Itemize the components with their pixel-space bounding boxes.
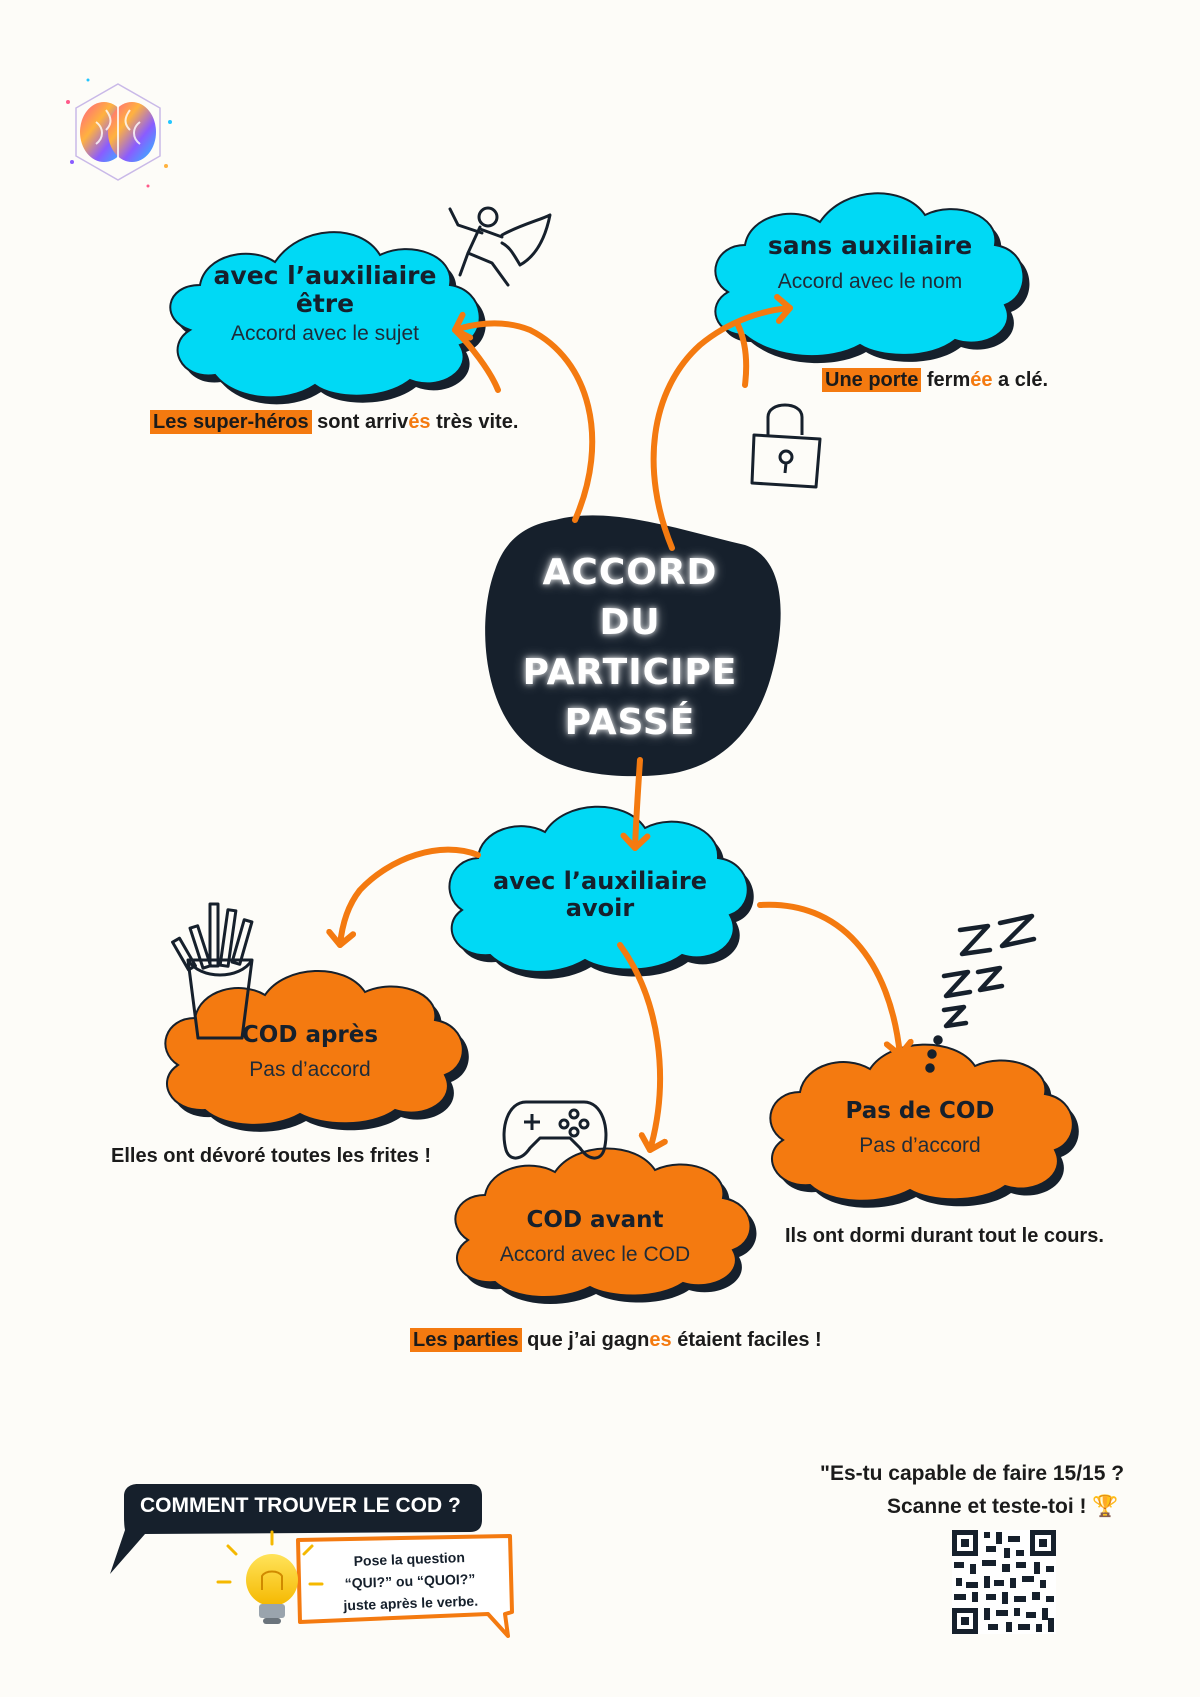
example-cod-avant-part1: que j’ai gagn [521, 1329, 650, 1351]
example-etre-subject: Les super-héros [150, 410, 312, 434]
tip-bubble [296, 1534, 514, 1638]
example-sans-noun: Une porte [822, 368, 922, 392]
example-pas-cod: Ils ont dormi durant tout le cours. [785, 1225, 1104, 1247]
example-sans-part1: ferm [921, 369, 971, 391]
center-title-line1: ACCORD [542, 552, 718, 593]
cloud-etre [169, 231, 486, 405]
cloud-pas-cod [769, 1043, 1079, 1208]
quiz-line2: Scanne et teste-toi ! [887, 1495, 1087, 1518]
arrow-to-cod-apres [326, 846, 481, 948]
center-blob [485, 515, 781, 777]
example-cod-avant: Les parties que j’ai gagnes étaient faci… [410, 1328, 822, 1352]
arrow-to-etre-tail [452, 327, 501, 393]
etre-title-line1: avec l’auxiliaire [213, 261, 437, 290]
arrow-to-etre [452, 311, 596, 523]
lightbulb-icon [216, 1530, 324, 1624]
quiz-text: "Es-tu capable de faire 15/15 ? Scanne e… [820, 1457, 1190, 1523]
superhero-icon [448, 206, 552, 287]
arrow-to-sans [650, 293, 793, 551]
quiz-line1: "Es-tu capable de faire 15/15 ? [820, 1462, 1125, 1485]
tip-banner [110, 1484, 482, 1574]
example-cod-avant-part2: étaient faciles ! [671, 1329, 822, 1351]
center-title-line2: DU [599, 602, 661, 643]
example-sans: Une porte fermée a clé. [822, 368, 1049, 392]
fries-icon [171, 902, 254, 1040]
cloud-cod-avant [454, 1147, 757, 1305]
tip-text: Pose la question “QUI?” ou “QUOI?” juste… [319, 1545, 501, 1617]
cod-apres-title: COD après [241, 1022, 379, 1048]
trophy-icon: 🏆 [1092, 1495, 1119, 1518]
cloud-avoir [448, 805, 754, 979]
pas-cod-rule: Pas d’accord [859, 1134, 981, 1157]
cloud-sans-text: sans auxiliaire Accord avec le nom [735, 230, 1005, 302]
sleep-zzz-icon [925, 913, 1037, 1073]
arrow-to-sans-tail [735, 322, 750, 388]
sans-rule: Accord avec le nom [777, 270, 963, 293]
center-title: ACCORD DU PARTICIPE PASSÉ [500, 548, 760, 748]
example-etre-part2: très vite. [430, 411, 519, 433]
cloud-cod-apres-text: COD après Pas d’accord [180, 1020, 440, 1090]
brain-logo-icon [66, 78, 172, 188]
arrow-to-cod-avant [617, 942, 668, 1153]
example-etre-part1: sont arriv [311, 411, 409, 433]
example-cod-apres: Elles ont dévoré toutes les frites ! [111, 1145, 432, 1167]
arrow-to-avoir [620, 757, 651, 851]
tip-heading: COMMENT TROUVER LE COD ? [140, 1494, 461, 1517]
example-cod-avant-cod: Les parties [410, 1328, 522, 1352]
cloud-cod-avant-text: COD avant Accord avec le COD [465, 1205, 725, 1275]
quiz-line2-wrap: Scanne et teste-toi ! 🏆 [820, 1490, 1190, 1523]
example-etre: Les super-héros sont arrivés très vite. [150, 410, 519, 434]
center-title-line3: PARTICIPE [522, 652, 738, 693]
example-etre-ending: és [408, 411, 431, 433]
cloud-etre-text: avec l’auxiliaire être Accord avec le su… [190, 262, 460, 350]
cloud-avoir-text: avec l’auxiliaire avoir [470, 868, 730, 922]
padlock-icon [750, 403, 822, 489]
gamepad-icon [502, 1100, 608, 1160]
cod-avant-title: COD avant [526, 1207, 664, 1233]
arrows [326, 293, 914, 1153]
example-cod-avant-ending: es [649, 1329, 672, 1351]
cod-apres-rule: Pas d’accord [249, 1058, 371, 1081]
arrow-to-pas-cod [757, 901, 914, 1058]
pas-cod-title: Pas de COD [845, 1098, 995, 1124]
etre-title-line2: être [295, 289, 355, 318]
cloud-pas-cod-text: Pas de COD Pas d’accord [790, 1096, 1050, 1166]
qr-code[interactable] [952, 1530, 1056, 1634]
center-title-line4: PASSÉ [564, 702, 696, 743]
example-sans-part2: a clé. [992, 369, 1049, 391]
cod-avant-rule: Accord avec le COD [499, 1243, 691, 1266]
avoir-title-line2: avoir [565, 894, 635, 922]
etre-rule: Accord avec le sujet [231, 322, 419, 345]
example-sans-ending: ée [970, 369, 993, 391]
sans-title: sans auxiliaire [767, 231, 973, 260]
avoir-title-line1: avec l’auxiliaire [492, 867, 708, 895]
qr-code-icon [952, 1530, 1056, 1634]
